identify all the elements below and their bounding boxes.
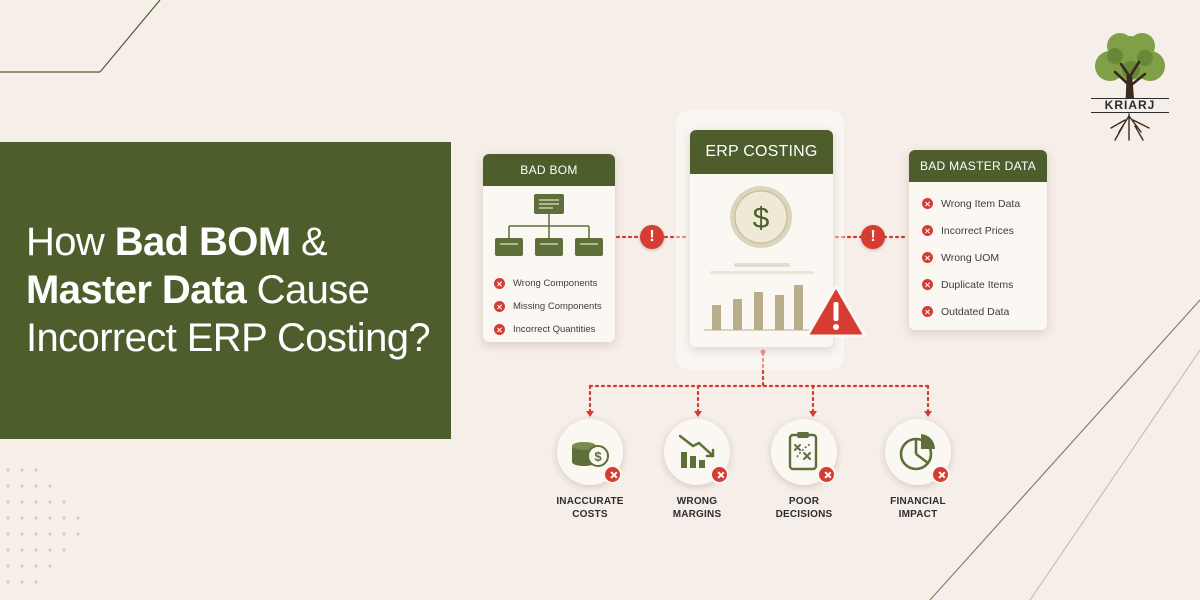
error-x-icon — [817, 465, 836, 484]
bad-master-data-card: BAD MASTER DATA Wrong Item Data Incorrec… — [909, 150, 1047, 330]
error-x-icon — [922, 198, 933, 209]
page-title: How Bad BOM & Master Data Cause Incorrec… — [26, 218, 446, 362]
list-item: Missing Components — [494, 295, 602, 318]
list-item: Incorrect Quantities — [494, 318, 602, 341]
coins-dollar-icon: $ — [572, 442, 609, 467]
title-text: Cause — [246, 268, 370, 312]
error-x-icon — [494, 301, 505, 312]
error-x-icon — [931, 465, 950, 484]
list-item: Incorrect Prices — [922, 217, 1020, 244]
alert-icon-left: ! — [640, 225, 664, 249]
outcome-label-line: MARGINS — [672, 509, 722, 520]
erp-illustration: $ — [704, 186, 818, 331]
pie-chart-icon — [899, 434, 936, 471]
outcome-circle-inaccurate-costs: $ — [557, 419, 623, 485]
list-item: Wrong Components — [494, 272, 602, 295]
master-issue-list: Wrong Item Data Incorrect Prices Wrong U… — [922, 190, 1020, 325]
error-x-icon — [922, 279, 933, 290]
issue-label: Duplicate Items — [941, 278, 1014, 291]
bar-chart-icon — [712, 285, 803, 330]
outcome-label-poor-decisions: POOR DECISIONS — [744, 495, 864, 521]
title-line-2: Master Data Cause — [26, 266, 446, 314]
issue-label: Incorrect Quantities — [513, 324, 596, 335]
list-item: Outdated Data — [922, 298, 1020, 325]
issue-label: Wrong Components — [513, 278, 598, 289]
error-x-icon — [922, 225, 933, 236]
title-text: & — [290, 220, 328, 264]
bad-master-data-title: BAD MASTER DATA — [909, 150, 1047, 182]
title-bold-text: Master Data — [26, 268, 247, 312]
outcome-label-line: FINANCIAL — [890, 496, 946, 507]
title-text: How — [26, 220, 115, 264]
outcome-label-line: WRONG — [676, 496, 718, 507]
warning-triangle-icon — [805, 284, 867, 338]
clipboard-icon — [788, 432, 818, 471]
issue-label: Incorrect Prices — [941, 224, 1014, 237]
list-item: Duplicate Items — [922, 271, 1020, 298]
issue-label: Wrong Item Data — [941, 197, 1021, 210]
title-line-1: How Bad BOM & — [26, 218, 446, 266]
bad-bom-title: BAD BOM — [483, 154, 615, 186]
outcome-label-line: IMPACT — [898, 509, 938, 520]
error-x-icon — [603, 465, 622, 484]
list-item: Wrong Item Data — [922, 190, 1020, 217]
tree-icon — [1095, 33, 1165, 141]
title-bold-text: Bad BOM — [114, 220, 291, 264]
error-x-icon — [710, 465, 729, 484]
outcome-label-inaccurate-costs: INACCURATE COSTS — [530, 495, 650, 521]
svg-text:$: $ — [594, 449, 602, 464]
error-x-icon — [922, 306, 933, 317]
error-x-icon — [494, 324, 505, 335]
title-line-3: Incorrect ERP Costing? — [26, 316, 431, 360]
hero-panel: How Bad BOM & Master Data Cause Incorrec… — [0, 142, 451, 439]
bom-issue-list: Wrong Components Missing Components Inco… — [494, 272, 602, 341]
erp-costing-card: ERP COSTING $ — [690, 130, 833, 347]
dollar-symbol: $ — [753, 202, 770, 235]
outcome-circle-wrong-margins — [664, 419, 730, 485]
outcome-label-line: INACCURATE — [556, 496, 624, 507]
outcome-label-financial-impact: FINANCIAL IMPACT — [858, 495, 978, 521]
erp-costing-title: ERP COSTING — [690, 130, 833, 174]
bad-bom-card: BAD BOM Wrong Components Missing Compone… — [483, 154, 615, 342]
issue-label: Outdated Data — [941, 305, 1010, 318]
issue-label: Wrong UOM — [941, 251, 1000, 264]
dollar-coin-icon: $ — [730, 186, 792, 248]
error-x-icon — [494, 278, 505, 289]
alert-icon-right: ! — [861, 225, 885, 249]
outcome-circle-poor-decisions — [771, 419, 837, 485]
issue-label: Missing Components — [513, 301, 602, 312]
outcome-label-line: DECISIONS — [775, 509, 833, 520]
declining-chart-icon — [678, 434, 715, 468]
outcome-circle-financial-impact — [885, 419, 951, 485]
bom-tree-icon — [495, 194, 603, 256]
list-item: Wrong UOM — [922, 244, 1020, 271]
logo-wordmark: KRIARJ — [1091, 98, 1169, 113]
error-x-icon — [922, 252, 933, 263]
outcome-label-line: POOR — [788, 496, 820, 507]
outcome-label-line: COSTS — [572, 509, 608, 520]
outcome-label-wrong-margins: WRONG MARGINS — [637, 495, 757, 521]
